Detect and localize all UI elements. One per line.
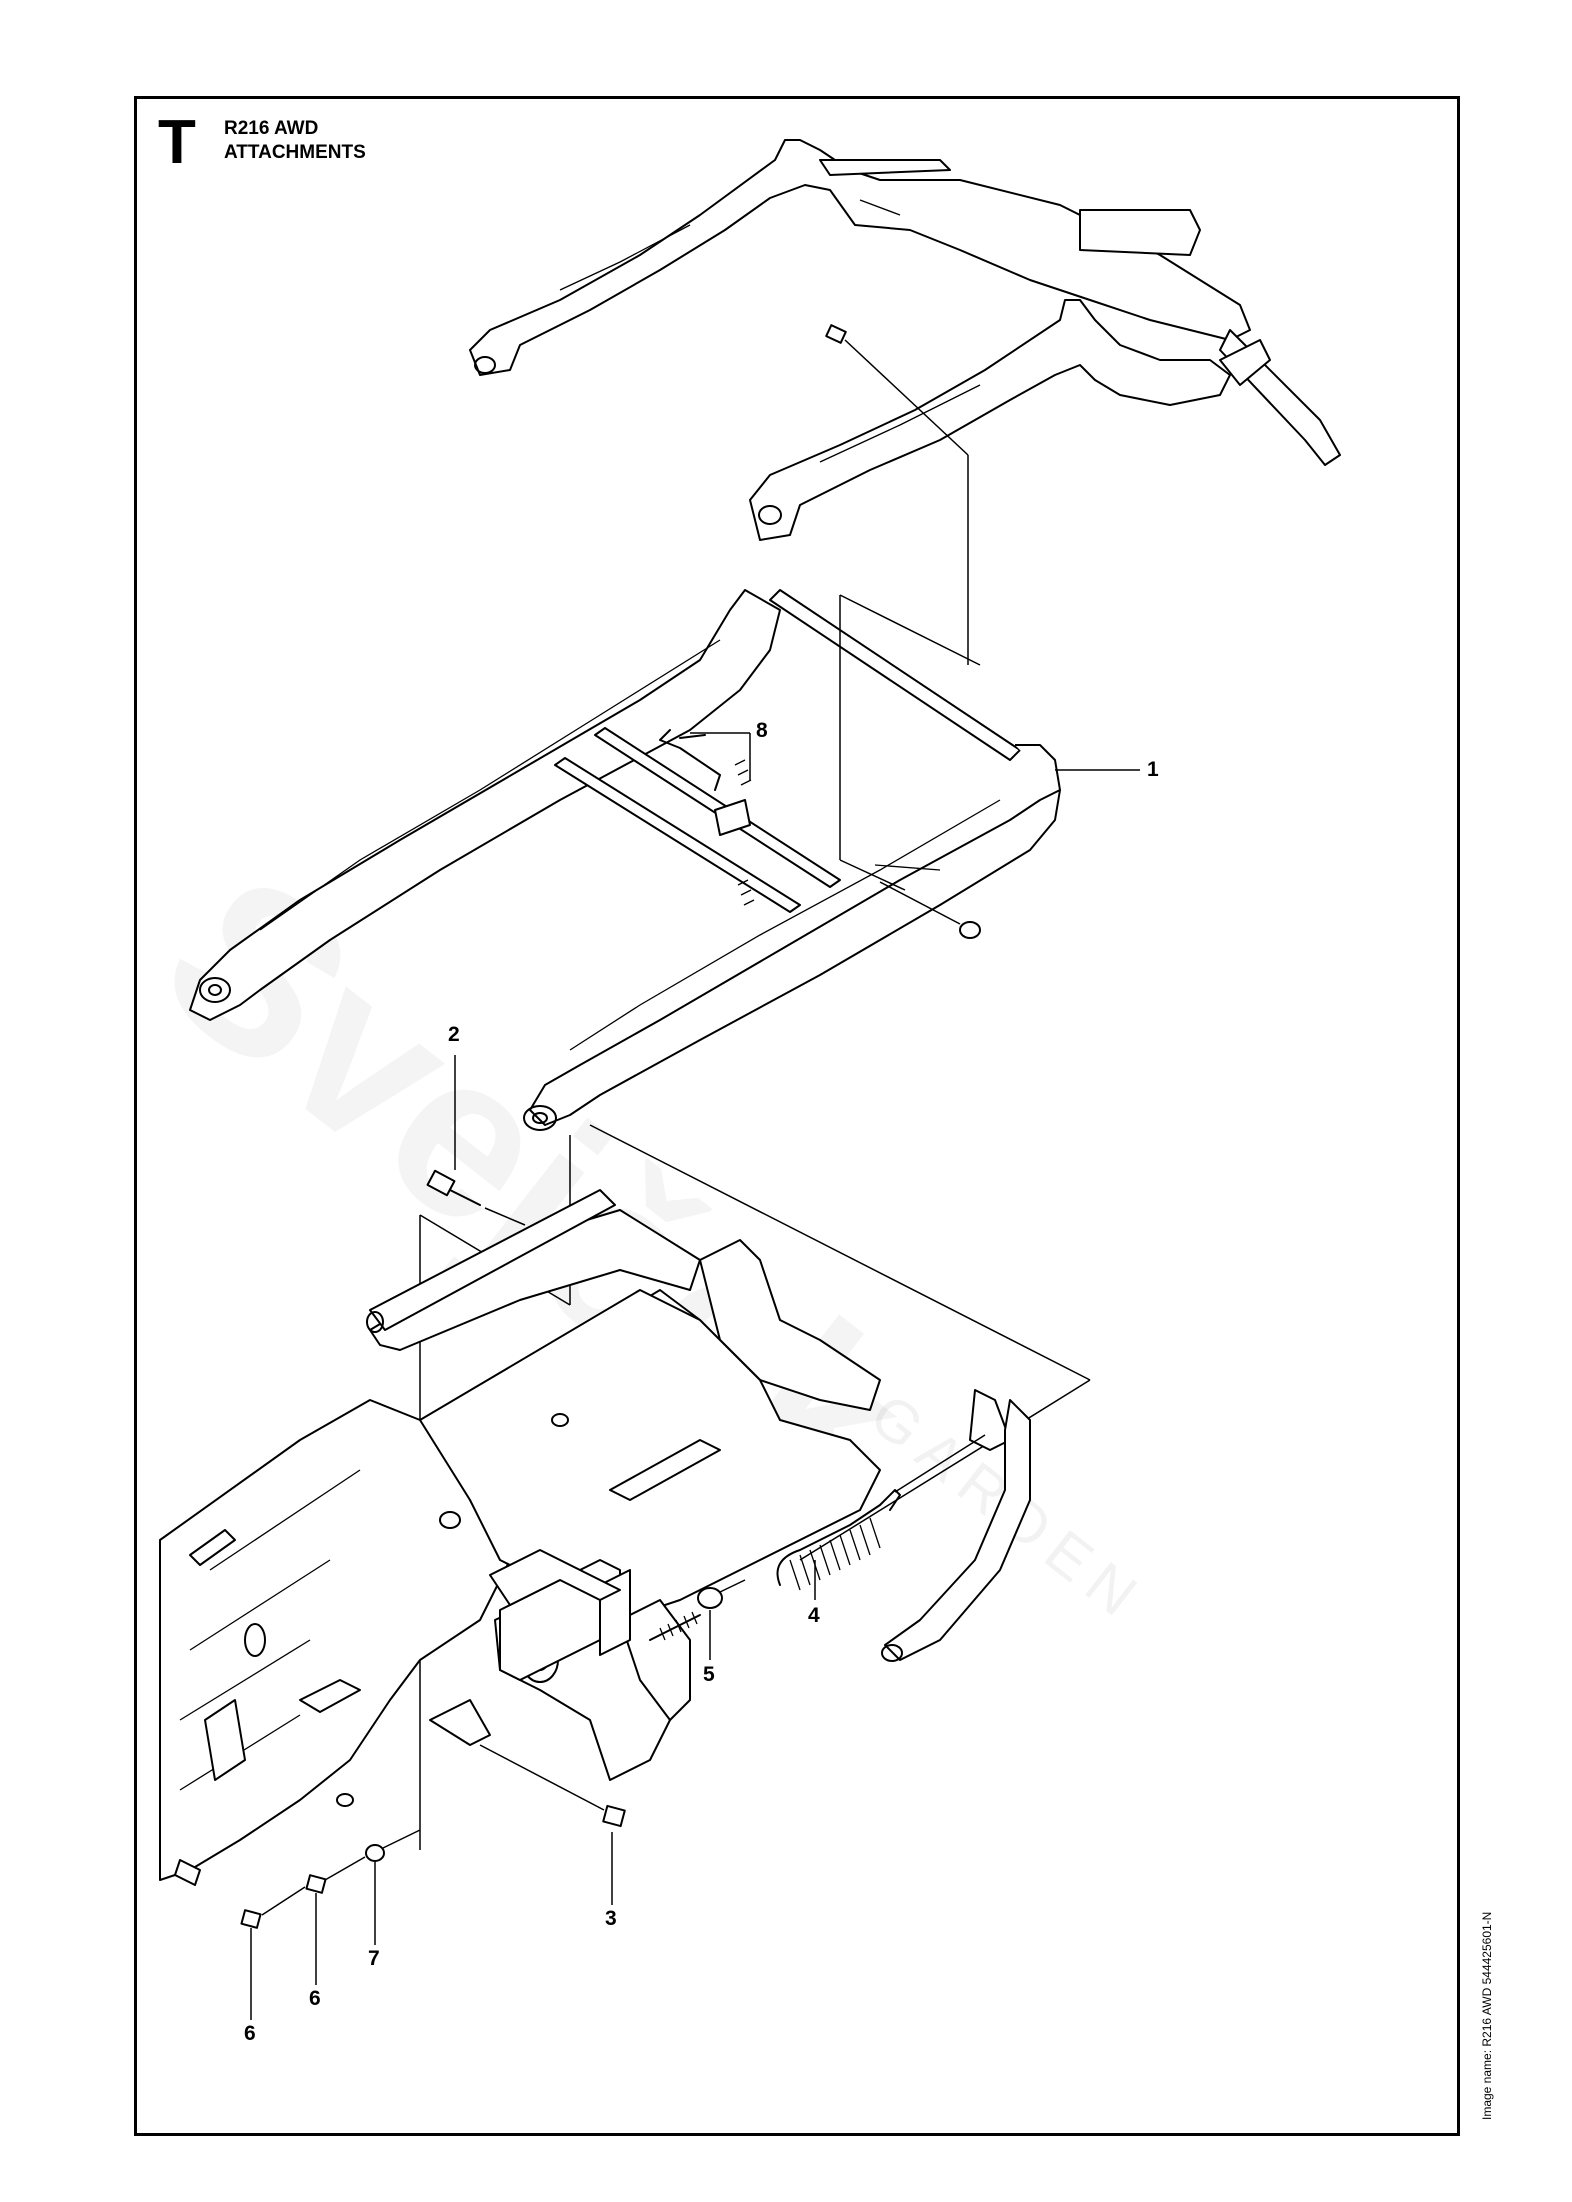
callout-7: 7 — [368, 1947, 380, 1970]
title-section: ATTACHMENTS — [224, 142, 366, 163]
callout-2: 2 — [448, 1023, 460, 1046]
drawing-frame — [134, 96, 1460, 2136]
callout-3: 3 — [605, 1907, 617, 1930]
bolt-top — [825, 324, 969, 665]
callout-8: 8 — [756, 719, 768, 742]
nut-washer-stack — [240, 1829, 421, 1929]
nut-lower — [479, 1744, 626, 1828]
callout-6b: 6 — [309, 1987, 321, 2010]
nut-frame — [879, 881, 981, 939]
title-model: R216 AWD — [224, 118, 319, 139]
attachment-arm-upper — [469, 139, 1341, 466]
callout-leaders — [250, 732, 1140, 2020]
callout-6a: 6 — [244, 2022, 256, 2045]
section-title: R216 AWD ATTACHMENTS — [224, 117, 366, 165]
return-spring — [649, 1579, 746, 1641]
callout-1: 1 — [1147, 758, 1159, 781]
callout-4: 4 — [808, 1604, 820, 1627]
lift-frame — [189, 589, 1061, 1131]
section-letter: T — [158, 108, 196, 177]
clip-pin — [659, 729, 755, 906]
front-bumper-tube — [366, 1189, 1031, 1662]
mower-chassis — [159, 1209, 881, 1886]
attachment-arm-lower — [749, 299, 1271, 541]
bolt-pivot — [426, 1169, 526, 1226]
callout-5: 5 — [703, 1663, 715, 1686]
